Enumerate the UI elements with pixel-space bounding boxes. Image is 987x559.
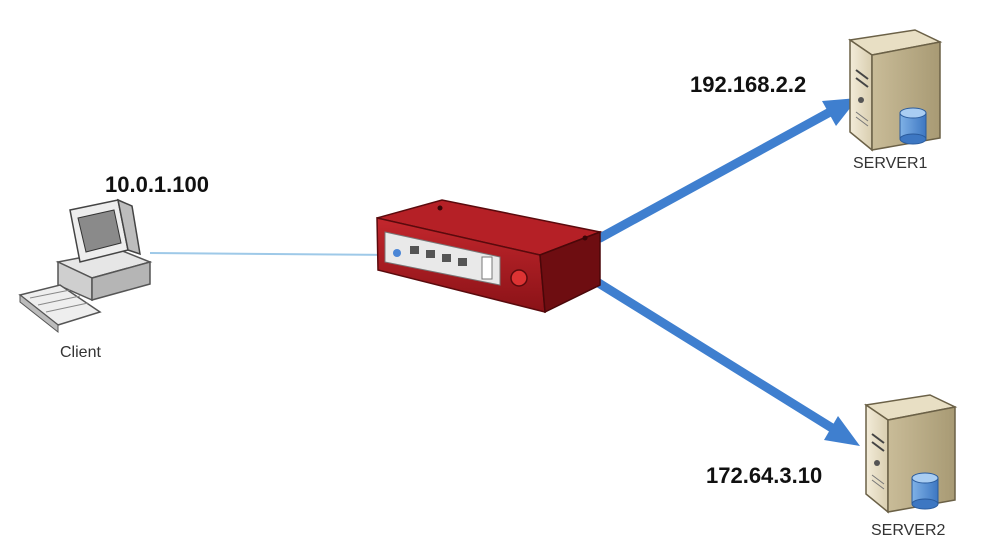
arrow-to-server1 (595, 98, 858, 243)
desktop-computer-icon (18, 198, 153, 334)
client-ip-label: 10.0.1.100 (105, 172, 209, 197)
client-router-link (149, 252, 396, 256)
server1-ip-label: 192.168.2.2 (690, 72, 807, 97)
server2-label: SERVER2 (871, 522, 946, 539)
database-icon (911, 472, 939, 510)
server2-icon (864, 394, 958, 514)
arrow-to-server2 (592, 277, 860, 446)
client-label: Client (60, 344, 101, 361)
router-icon (376, 199, 603, 314)
database-icon (899, 107, 927, 145)
server1-label: SERVER1 (853, 155, 928, 172)
server1-icon (848, 29, 943, 152)
server2-ip-label: 172.64.3.10 (706, 463, 823, 488)
